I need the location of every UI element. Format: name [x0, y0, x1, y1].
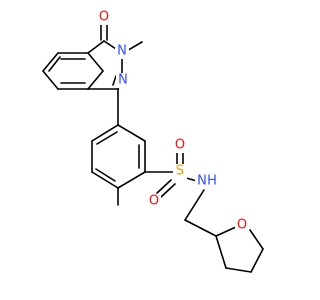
atom-o-thf-label: O: [237, 218, 247, 233]
bond: [184, 189, 205, 221]
bond: [42, 52, 59, 72]
atom-labels: O N N S O O N H O: [97, 10, 249, 233]
bond: [215, 235, 227, 269]
atom-n-ring: N: [116, 73, 130, 88]
atom-o-sulfonyl-bottom-label: O: [149, 194, 159, 209]
bond: [87, 70, 104, 90]
atom-n-ring-label: N: [118, 73, 128, 88]
molecule-structure: O N N S O O N H O: [42, 10, 264, 273]
bond: [91, 124, 119, 142]
bond: [87, 52, 104, 72]
bond: [160, 183, 176, 198]
atom-s-label: S: [176, 164, 184, 179]
atom-n-methyl: N: [115, 44, 129, 59]
atom-o-sulfonyl-bottom: O: [147, 194, 161, 209]
bond: [96, 131, 118, 145]
bond: [184, 219, 217, 237]
bond: [215, 226, 237, 237]
atom-o-thf: O: [235, 218, 249, 233]
bond: [95, 168, 116, 182]
bond: [225, 267, 252, 273]
atom-n-methyl-label: N: [117, 44, 127, 59]
bond: [117, 124, 146, 142]
atom-o-carbonyl-label: O: [99, 10, 109, 25]
bond: [42, 70, 59, 90]
atom-nh-h-label: H: [207, 174, 217, 189]
bond: [250, 248, 264, 273]
bond: [156, 179, 172, 194]
bond: [249, 229, 264, 250]
bond-layer: [42, 21, 264, 273]
bond: [91, 171, 119, 189]
bond: [112, 75, 117, 86]
bond: [48, 56, 61, 72]
atom-nh: N H: [195, 174, 219, 189]
bond: [117, 171, 146, 189]
atom-s: S: [173, 164, 187, 179]
bond: [87, 40, 105, 54]
atom-o-carbonyl: O: [97, 10, 111, 25]
atom-o-sulfonyl-top-label: O: [175, 138, 185, 153]
atom-nh-n-label: N: [197, 174, 207, 189]
atom-o-sulfonyl-top: O: [173, 138, 187, 153]
